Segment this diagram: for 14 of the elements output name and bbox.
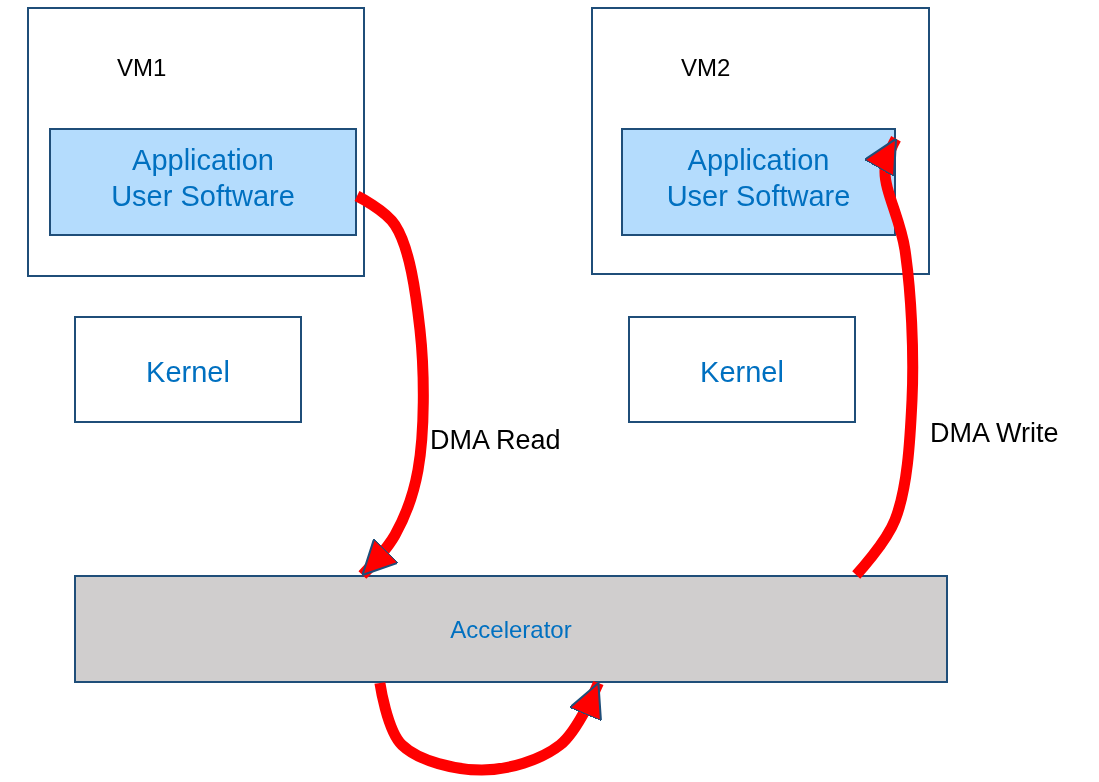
box-label: Application User Software: [110, 143, 296, 215]
box-label: Application User Software: [665, 143, 852, 215]
box-label: Kernel: [145, 355, 231, 390]
vm-box: [591, 7, 930, 275]
box-label: Kernel: [699, 355, 785, 390]
application-box: [621, 128, 896, 236]
accelerator-bar: [74, 575, 948, 683]
vm-label: VM2: [681, 53, 731, 83]
application-box: [49, 128, 357, 236]
box-label: Accelerator: [449, 615, 573, 645]
kernel-box: [74, 316, 302, 423]
vm-box: [27, 7, 365, 277]
vm-label: VM1: [117, 53, 167, 83]
kernel-box: [628, 316, 856, 423]
